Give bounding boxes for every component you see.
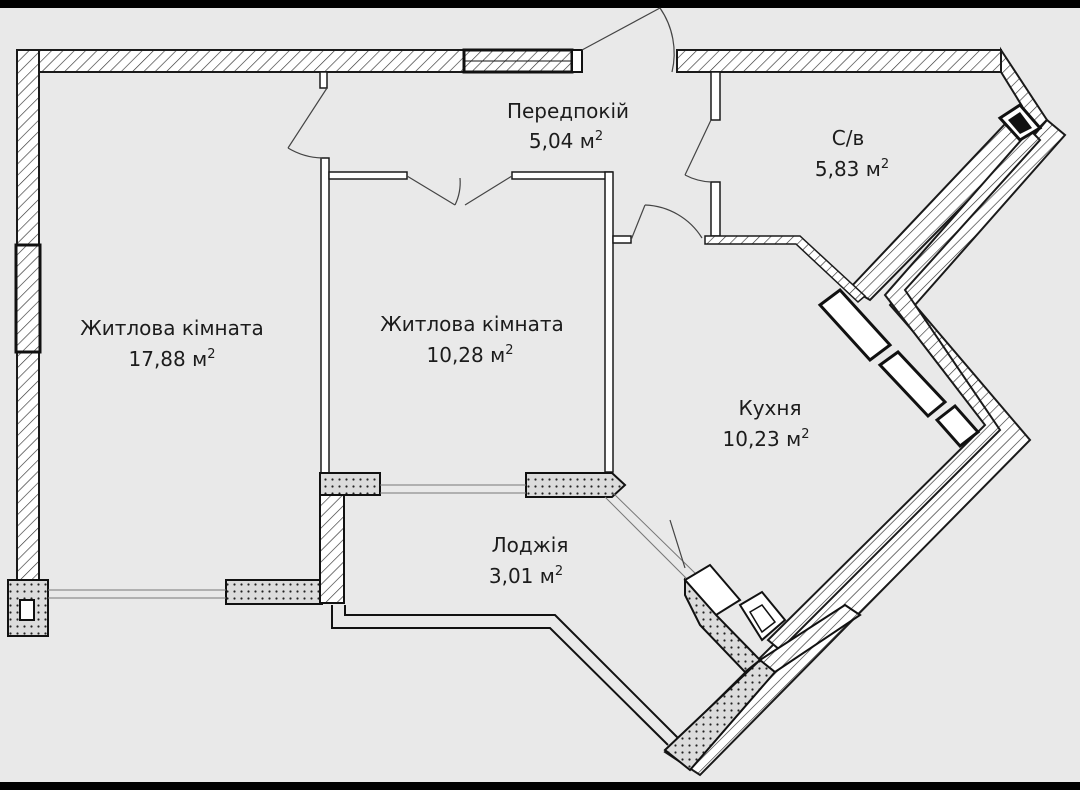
loggia-name: Лоджія bbox=[492, 533, 569, 557]
hallway-area: 5,04 м2 bbox=[529, 129, 603, 153]
room-labels: Житлова кімната 17,88 м2 Житлова кімната… bbox=[80, 99, 889, 588]
hallway-name: Передпокій bbox=[507, 99, 629, 123]
living-room-1-name: Житлова кімната bbox=[80, 316, 264, 340]
kitchen-area: 10,23 м2 bbox=[723, 427, 810, 451]
bottom-frame-bar bbox=[0, 782, 1080, 790]
kitchen-name: Кухня bbox=[739, 396, 802, 420]
living-room-1-area: 17,88 м2 bbox=[129, 347, 216, 371]
bathroom-name: С/в bbox=[832, 126, 865, 150]
top-window-pier bbox=[571, 49, 583, 73]
top-frame-bar bbox=[0, 0, 1080, 8]
bathroom-area: 5,83 м2 bbox=[815, 157, 889, 181]
left-window bbox=[14, 243, 42, 354]
loggia-walls bbox=[7, 472, 862, 772]
loggia-area: 3,01 м2 bbox=[489, 564, 563, 588]
door-swings bbox=[287, 7, 712, 569]
kitchen-windows bbox=[817, 287, 981, 449]
plan-background bbox=[0, 8, 1080, 782]
living-room-2-name: Житлова кімната bbox=[380, 312, 564, 336]
living-room-2-area: 10,28 м2 bbox=[427, 343, 514, 367]
